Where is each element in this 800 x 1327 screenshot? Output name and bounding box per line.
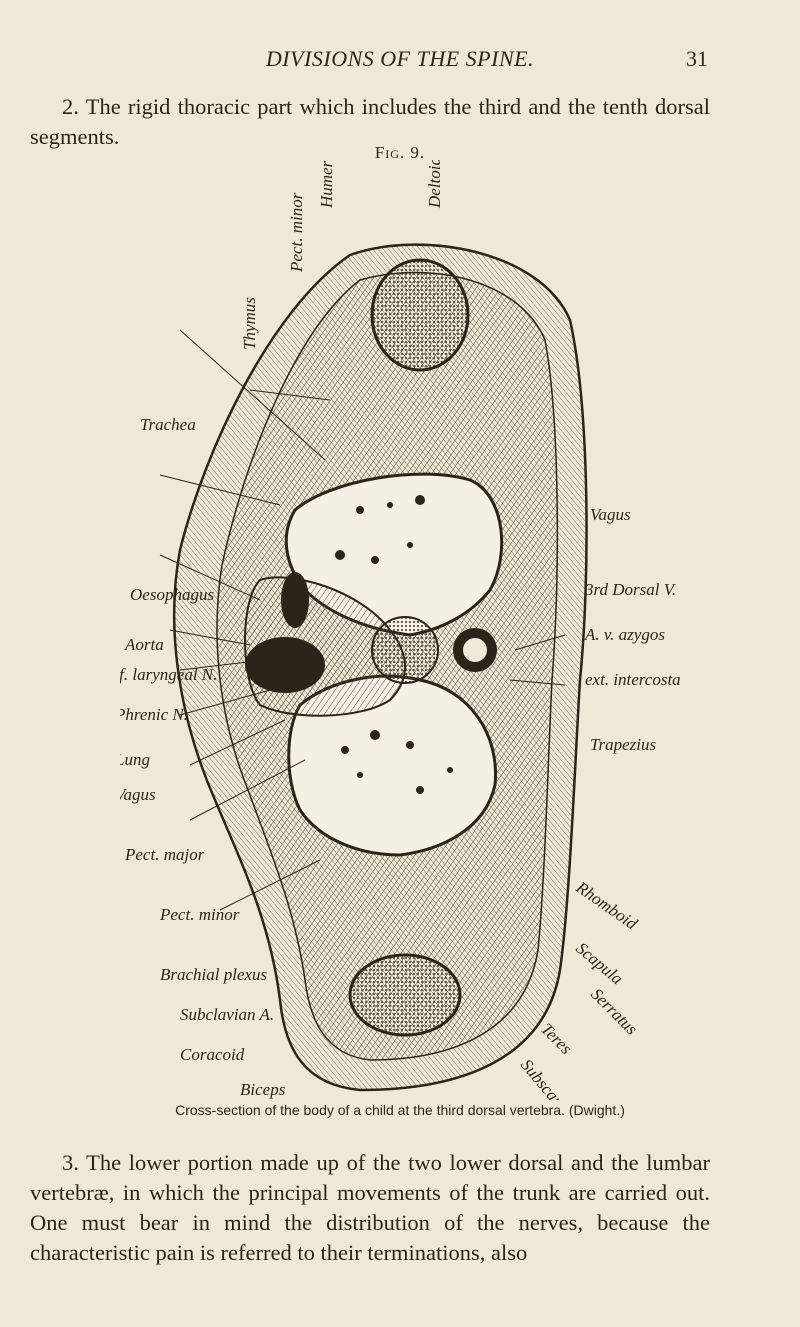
page-number: 31 — [686, 46, 708, 71]
label-pect-major: Pect. major — [124, 845, 205, 864]
label-coracoid: Coracoid — [180, 1045, 245, 1064]
label-pect-minor: Pect. minor — [287, 192, 306, 273]
aorta — [245, 637, 325, 693]
label-humerus: Humerus — [317, 160, 336, 209]
label-phrenic: Phrenic N. — [120, 705, 188, 724]
label-third-dorsal: 3rd Dorsal V. — [584, 580, 677, 599]
label-inf-laryngeal: Inf. laryngeal N. — [120, 665, 217, 684]
label-subscap: Subscap. — [517, 1055, 571, 1100]
figure-label: Fig. 9. — [374, 143, 426, 162]
humerus-head — [370, 258, 470, 372]
label-oesophagus: Oesophagus — [130, 585, 214, 604]
cross-section-figure: Humerus Deltoid Pect. minor Thymus Trach… — [120, 160, 680, 1100]
label-deltoid: Deltoid — [425, 160, 444, 209]
label-subclavian: Subclavian A. — [180, 1005, 274, 1024]
label-trapezius: Trapezius — [590, 735, 657, 754]
label-scapula: Scapula — [572, 939, 626, 989]
paragraph-lower-portion: 3. The lower portion made up of the two … — [30, 1150, 710, 1265]
cross-section-illustration: Humerus Deltoid Pect. minor Thymus Trach… — [120, 160, 680, 1100]
label-biceps: Biceps — [240, 1080, 286, 1099]
label-serratus: Serratus — [587, 984, 641, 1038]
page-header: DIVISIONS OF THE SPINE. 31 — [0, 38, 800, 78]
running-title: DIVISIONS OF THE SPINE. — [265, 46, 535, 71]
label-pect-minor-2: Pect. minor — [159, 905, 240, 924]
label-rhomboid: Rhomboid — [572, 877, 641, 934]
trachea — [281, 572, 309, 628]
label-vagus-right: Vagus — [590, 505, 631, 524]
label-lung: Lung — [120, 750, 150, 769]
label-brachial-plexus: Brachial plexus — [160, 965, 268, 984]
label-teres: Teres — [537, 1019, 576, 1058]
lower-bone — [348, 953, 462, 1037]
paragraph-rigid-thoracic: 2. The rigid thoracic part which include… — [30, 94, 710, 149]
label-vagus-left: Vagus — [120, 785, 156, 804]
figure-caption: Cross-section of the body of a child at … — [175, 1102, 625, 1118]
label-thymus: Thymus — [240, 297, 259, 350]
vertebral-body — [371, 616, 439, 684]
label-aorta: Aorta — [124, 635, 164, 654]
label-azygos: A. v. azygos — [584, 625, 665, 644]
label-ext-intercostal: ext. intercostal — [585, 670, 680, 689]
label-trachea: Trachea — [140, 415, 196, 434]
